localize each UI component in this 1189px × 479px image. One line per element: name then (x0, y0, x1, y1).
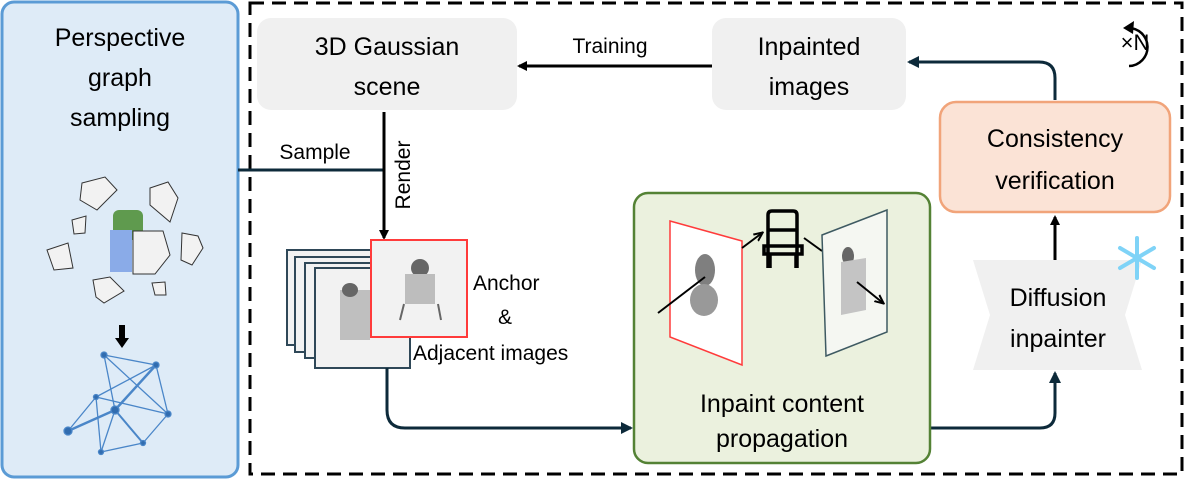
perspective-graph-sampling-panel: Perspective graph sampling (0, 0, 240, 479)
inpainted-line1: Inpainted (758, 33, 861, 61)
panel-title-line1: Perspective (55, 24, 186, 52)
iteration-loop-frame (248, 1, 1184, 476)
render-label: Render (392, 141, 415, 210)
diffusion-line1: Diffusion (1010, 284, 1107, 312)
anchor-label: Anchor (473, 272, 540, 295)
anchor-image (370, 239, 468, 338)
diffusion-inpainter-block: Diffusion inpainter (973, 260, 1142, 370)
graph-icon (63, 351, 172, 456)
sample-label: Sample (279, 141, 350, 164)
down-arrow-icon (115, 338, 129, 348)
panel-title-line3: sampling (70, 104, 170, 132)
snowflake-frozen-icon (1118, 236, 1156, 280)
consistency-verification-box: Consistency verification (938, 100, 1172, 214)
gaussian-scene-box: 3D Gaussian scene (257, 18, 517, 110)
images-to-propagation-arrow (385, 368, 633, 434)
inpaint-propagation-box: Inpaint content propagation (632, 191, 932, 465)
propagation-line2: propagation (716, 425, 848, 453)
verified-to-inpainted-arrow (907, 56, 1057, 100)
camera-scene-icon (46, 176, 204, 304)
repeat-n-icon: ×N (1121, 21, 1150, 68)
gaussian-line2: scene (354, 73, 421, 101)
propagation-line1: Inpaint content (700, 390, 864, 418)
consistency-line1: Consistency (987, 125, 1124, 153)
repeat-label: ×N (1121, 30, 1150, 55)
chair-icon (762, 209, 804, 268)
inpainted-images-box: Inpainted images (712, 18, 906, 110)
adjacent-images-label: Adjacent images (413, 342, 568, 365)
gaussian-line1: 3D Gaussian (315, 33, 460, 61)
inpainted-line2: images (769, 73, 850, 101)
training-label: Training (572, 35, 647, 58)
propagation-to-diffusion-arrow (930, 371, 1061, 430)
diffusion-line2: inpainter (1010, 325, 1106, 353)
ampersand-label: & (498, 306, 512, 329)
consistency-line2: verification (995, 167, 1115, 195)
panel-title-line2: graph (88, 64, 152, 92)
